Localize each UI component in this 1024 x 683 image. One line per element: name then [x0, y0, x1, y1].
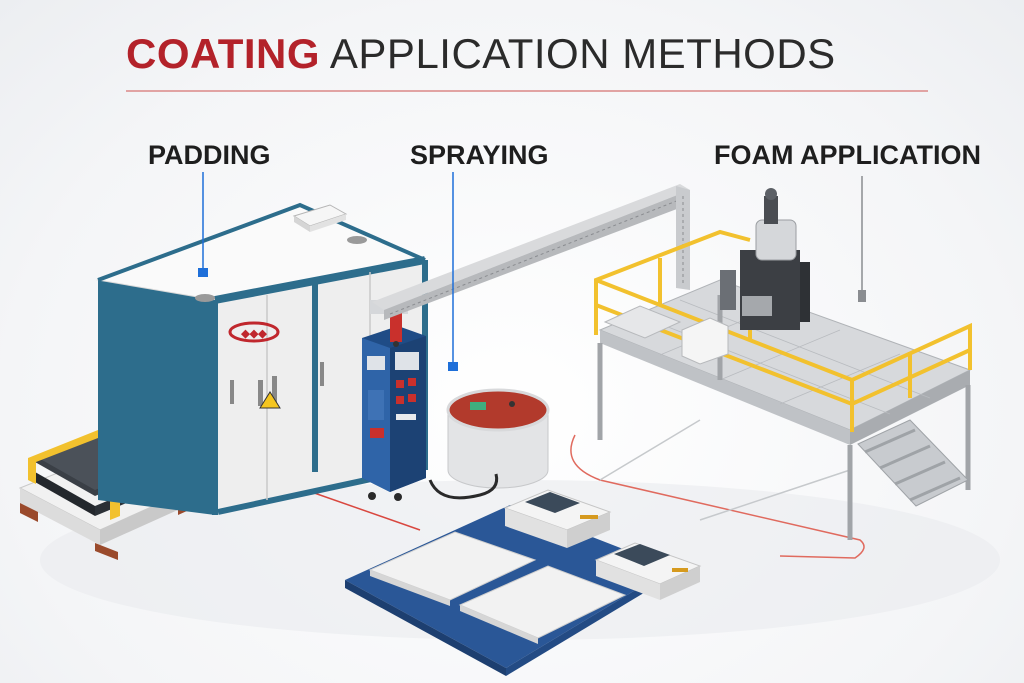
- label-padding: PADDING: [148, 140, 271, 170]
- foam-application-platform: [594, 188, 972, 540]
- svg-text:◆◆◆: ◆◆◆: [240, 328, 267, 340]
- label-foam-application: FOAM APPLICATION: [714, 140, 981, 170]
- spray-gantry-arm: [372, 184, 690, 320]
- title-accent: COATING: [126, 30, 321, 77]
- spraying-pointer: [448, 172, 458, 371]
- title-rest: APPLICATION METHODS: [329, 30, 836, 77]
- title-underline: [126, 90, 928, 92]
- sample-platform: [345, 489, 702, 676]
- label-spraying: SPRAYING: [410, 140, 549, 170]
- coating-drum: [428, 388, 550, 500]
- padding-pointer: [198, 172, 208, 277]
- page-title: COATING APPLICATION METHODS: [126, 30, 836, 78]
- spray-control-cabinet: [362, 300, 426, 501]
- floor-markings: [299, 419, 865, 559]
- foam-pointer: [858, 176, 866, 302]
